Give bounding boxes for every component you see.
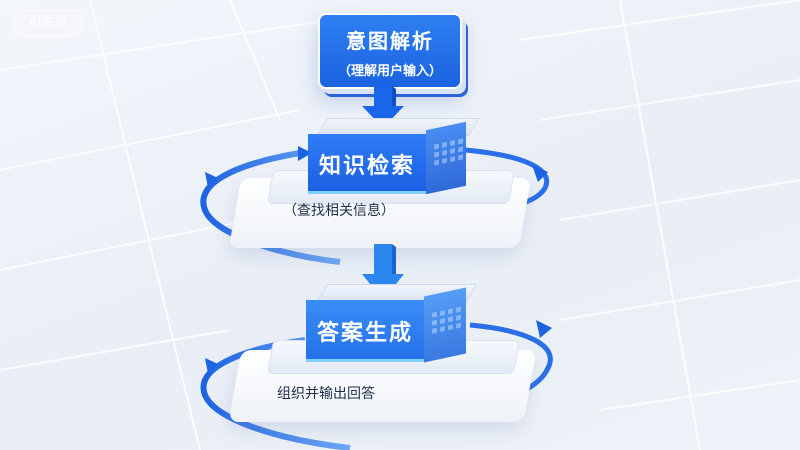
intent-parsing-title: 意图解析: [346, 29, 434, 53]
intent-parsing-card: 意图解析 （理解用户输入）: [318, 13, 462, 89]
generation-block-side: [424, 287, 466, 363]
retrieval-block-side: [426, 121, 466, 195]
ai-generated-watermark: AI生成: [14, 10, 82, 36]
generation-caption: 组织并输出回答: [277, 386, 375, 402]
cycle-arrow-left: [200, 150, 341, 265]
retrieval-caption: （查找相关信息）: [283, 203, 395, 219]
answer-generation-block: 答案生成: [306, 300, 424, 362]
intent-parsing-subtitle: （理解用户输入）: [337, 64, 442, 79]
knowledge-retrieval-title: 知识检索: [318, 154, 415, 179]
down-arrow-icon: [362, 86, 404, 128]
knowledge-retrieval-block: 知识检索: [308, 134, 426, 194]
answer-generation-title: 答案生成: [316, 321, 413, 346]
